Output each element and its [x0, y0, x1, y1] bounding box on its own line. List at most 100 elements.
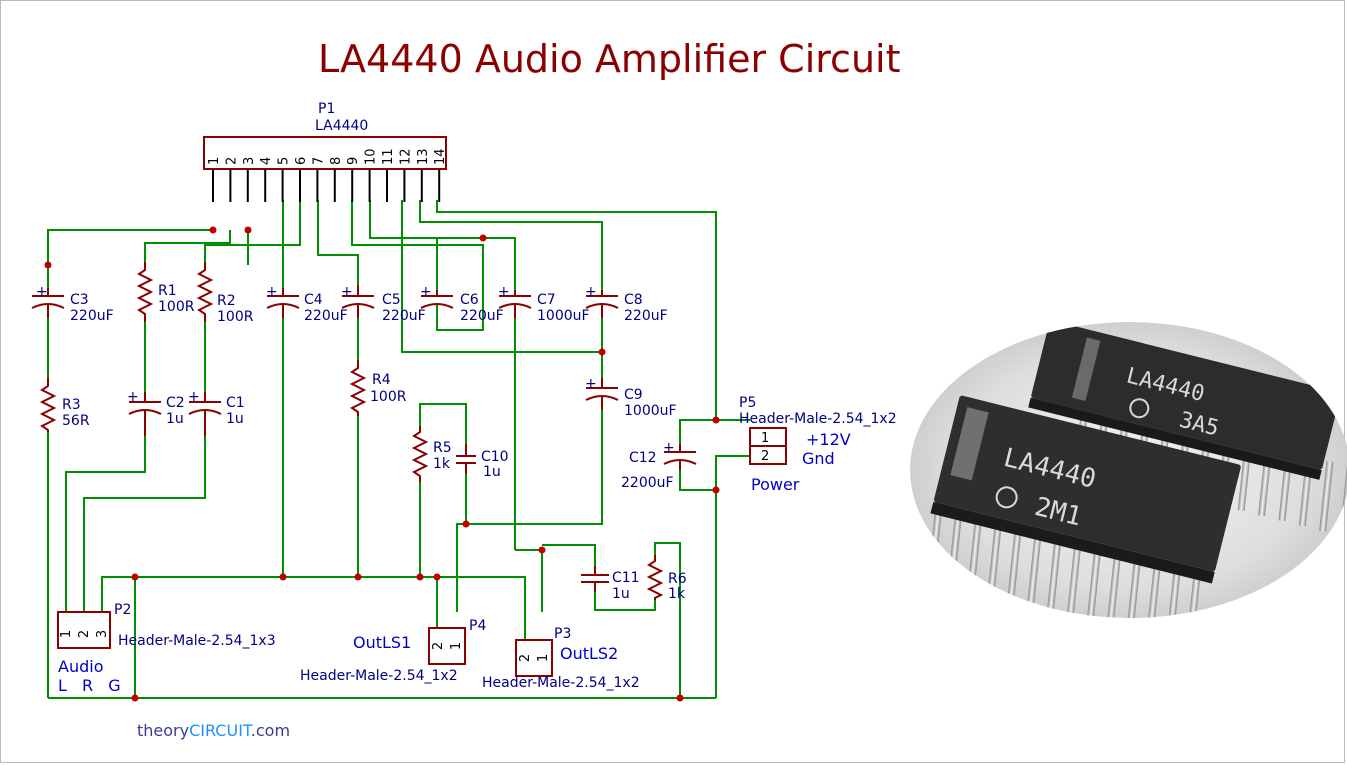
p2-value: Header-Male-2.54_1x3	[118, 633, 276, 649]
p5-label-gnd: Gnd	[802, 449, 835, 468]
resistor-r2-value: 100R	[217, 309, 254, 325]
chip-lead	[1062, 544, 1082, 618]
capacitor-c6: + C6 220uF	[420, 284, 504, 324]
ic-pin-number-3: 3	[242, 157, 257, 165]
capacitor-c1: + C1 1u	[188, 389, 245, 436]
capacitor-c12-ref: C12	[629, 450, 657, 466]
p2-ref: P2	[114, 602, 131, 618]
resistor-r3: R3 56R	[39, 378, 90, 432]
chip-photo: LA4440 3A5 LA4440 2M1	[910, 322, 1347, 618]
p5-label-power: Power	[751, 475, 800, 494]
ic-pin-number-5: 5	[277, 157, 292, 165]
capacitor-c11-value: 1u	[612, 586, 630, 602]
capacitor-c4-ref: C4	[304, 292, 323, 308]
capacitor-c4-value: 220uF	[304, 308, 348, 324]
chip-front: LA4440 2M1	[930, 395, 1241, 584]
capacitor-c8-plus: +	[585, 284, 597, 300]
capacitor-c12: + C12 2200uF	[621, 440, 697, 491]
capacitor-c2-ref: C2	[166, 395, 185, 411]
resistor-r1-ref: R1	[158, 283, 177, 299]
capacitor-c9-value: 1000uF	[624, 403, 677, 419]
chip-lead	[1082, 549, 1102, 618]
capacitor-c2-value: 1u	[166, 411, 184, 427]
resistor-r4: R4 100R	[349, 360, 407, 416]
capacitor-c11-ref: C11	[612, 570, 640, 586]
capacitor-c5: + C5 220uF	[341, 284, 426, 324]
capacitor-c3: + C3 220uF	[31, 284, 114, 324]
resistor-r1-value: 100R	[158, 299, 195, 315]
p3-value: Header-Male-2.54_1x2	[482, 675, 640, 691]
p4-pin-2: 2	[431, 642, 446, 650]
resistor-r6: R6 1k	[646, 555, 687, 602]
chip-back-logo	[1129, 398, 1150, 419]
p5-pin-2: 2	[761, 449, 769, 464]
chip-front-logo	[995, 486, 1018, 509]
capacitor-c3-ref: C3	[70, 292, 89, 308]
chip-lead	[1182, 574, 1201, 618]
resistor-r3-ref: R3	[62, 397, 81, 413]
ic-pin-number-14: 14	[433, 148, 448, 165]
ic-pin-number-1: 1	[207, 157, 222, 165]
capacitor-c7-value: 1000uF	[537, 308, 590, 324]
capacitor-c7-ref: C7	[537, 292, 556, 308]
diagram-title: LA4440 Audio Amplifier Circuit	[318, 37, 901, 81]
capacitor-c9: + C9 1000uF	[585, 376, 677, 419]
chip-lead	[1102, 554, 1121, 618]
capacitor-c5-value: 220uF	[382, 308, 426, 324]
ic-pin-number-10: 10	[364, 148, 379, 165]
ic-pin-number-9: 9	[346, 157, 361, 165]
ic-pin-number-13: 13	[416, 148, 431, 165]
p5-pin-1: 1	[761, 431, 769, 446]
capacitor-c10: C10 1u	[456, 444, 509, 480]
capacitor-c3-value: 220uF	[70, 308, 114, 324]
capacitor-c4: + C4 220uF	[266, 284, 348, 324]
connector-p3: 2 1 P3 OutLS2 Header-Male-2.54_1x2	[482, 626, 640, 691]
capacitor-c5-ref: C5	[382, 292, 401, 308]
chip-back: LA4440 3A5	[1028, 322, 1341, 480]
brand-suffix: .com	[251, 721, 290, 740]
p2-pin-1: 1	[59, 630, 74, 638]
ic-pin-number-7: 7	[311, 157, 326, 165]
capacitor-c1-ref: C1	[226, 395, 245, 411]
ic-pin-leads	[212, 169, 441, 202]
ic-pin-number-8: 8	[329, 157, 344, 165]
capacitor-c10-value: 1u	[483, 464, 501, 480]
capacitor-c8: + C8 220uF	[585, 284, 668, 324]
ic-pin-number-4: 4	[259, 157, 274, 165]
p3-pin-1: 1	[536, 654, 551, 662]
p5-label-12v: +12V	[806, 430, 851, 449]
chip-lead	[1319, 460, 1334, 532]
p5-value: Header-Male-2.54_1x2	[739, 411, 897, 427]
capacitor-c1-plus: +	[188, 389, 200, 405]
capacitor-c12-plus: +	[663, 440, 675, 456]
resistor-r1: R1 100R	[136, 262, 195, 322]
connector-p4: 2 1 P4 OutLS1 Header-Male-2.54_1x2	[300, 618, 486, 684]
p3-pin-2: 2	[518, 654, 533, 662]
brand-highlight: CIRCUIT	[189, 721, 253, 740]
resistor-r2: R2 100R	[196, 262, 254, 325]
capacitor-c8-value: 220uF	[624, 308, 668, 324]
p2-pin-3: 3	[95, 630, 110, 638]
capacitor-c7-plus: +	[498, 284, 510, 300]
ic-pin-number-11: 11	[381, 148, 396, 165]
brand-footer: theoryCIRCUIT.com	[137, 721, 290, 740]
connector-p2: 1 2 3 P2 Header-Male-2.54_1x3 Audio L R …	[57, 602, 276, 695]
wires	[47, 200, 750, 699]
chip-lead	[1042, 539, 1062, 618]
resistor-r6-ref: R6	[668, 571, 687, 587]
p3-label: OutLS2	[560, 644, 618, 663]
capacitor-c9-plus: +	[585, 376, 597, 392]
chip-lead	[1122, 559, 1141, 618]
junction-dots	[44, 226, 720, 702]
capacitor-c4-plus: +	[266, 284, 278, 300]
resistor-r5: R5 1k	[411, 426, 452, 482]
connector-p5: 1 2 P5 Header-Male-2.54_1x2 +12V Gnd Pow…	[739, 395, 897, 494]
resistor-r4-value: 100R	[370, 389, 407, 405]
resistor-r3-value: 56R	[62, 413, 90, 429]
capacitor-c1-value: 1u	[226, 411, 244, 427]
resistor-r2-ref: R2	[217, 293, 236, 309]
p2-pin-2: 2	[77, 630, 92, 638]
